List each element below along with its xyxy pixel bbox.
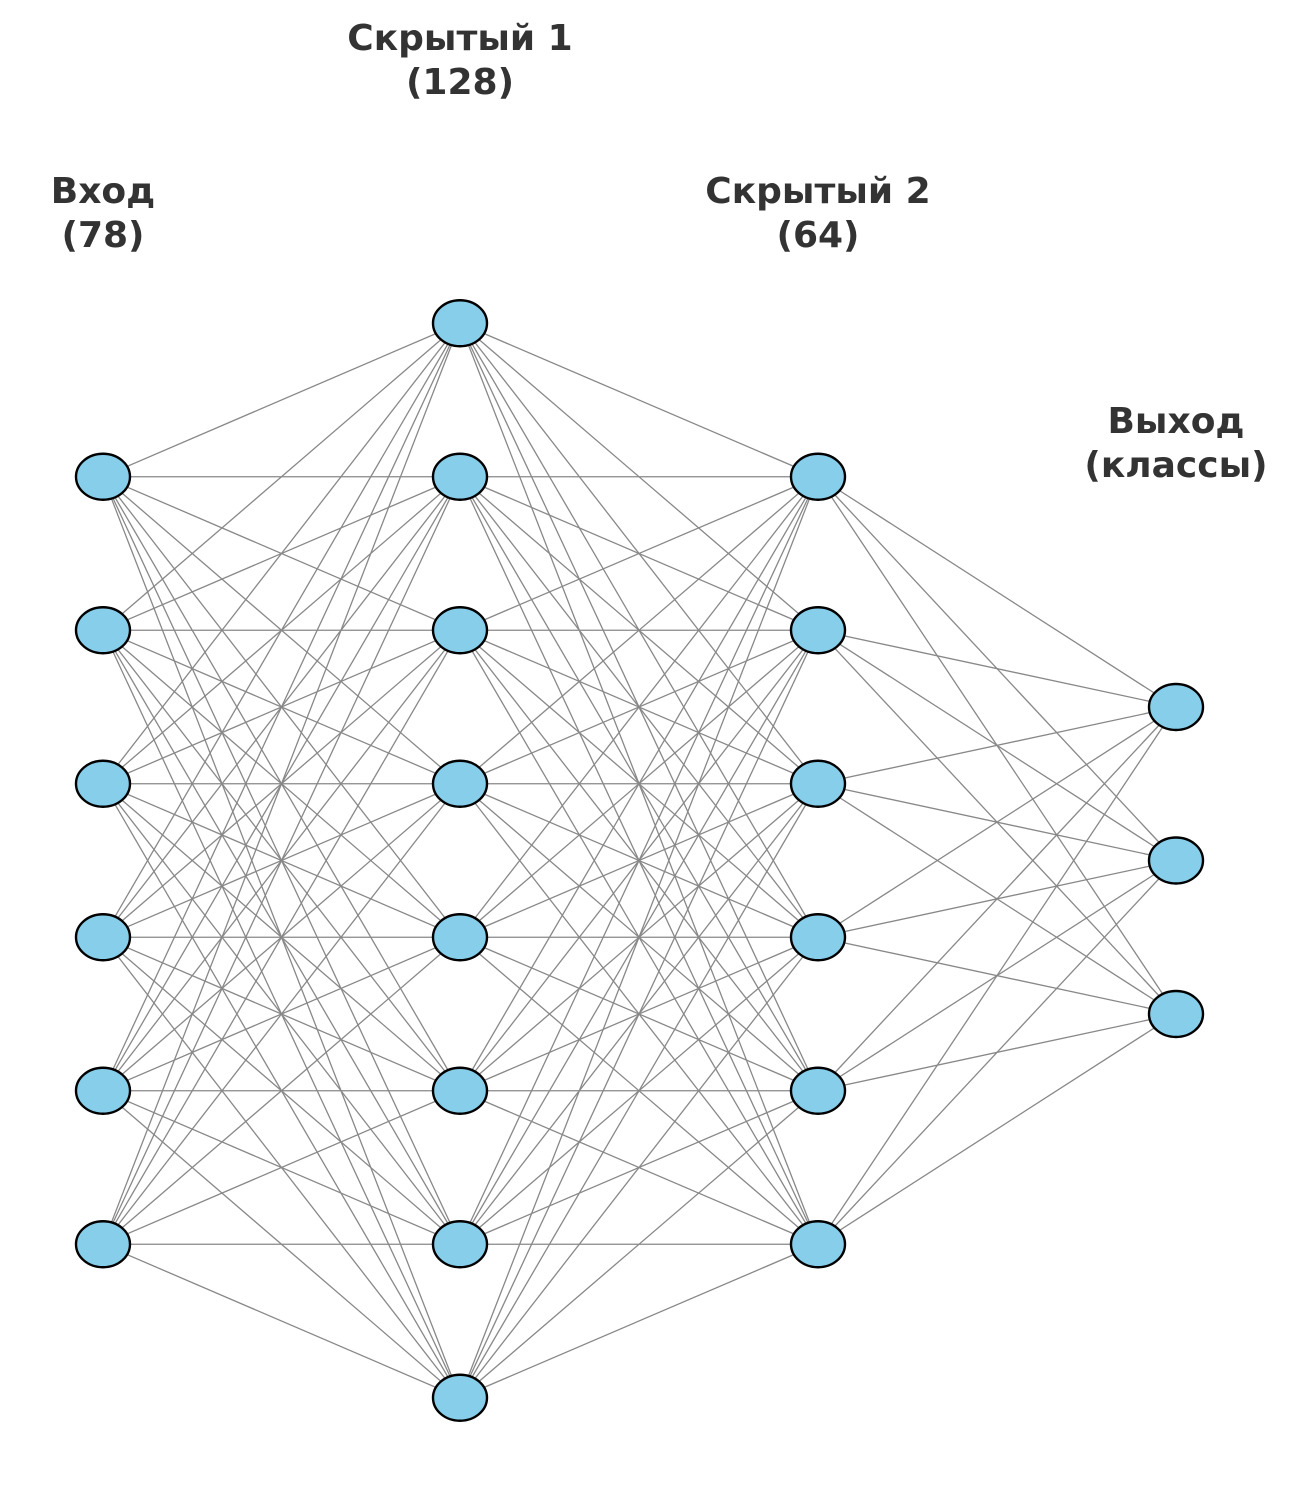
connection-input-2-to-hidden1-1 <box>102 322 461 631</box>
connection-input-6-to-hidden1-8 <box>102 1243 461 1399</box>
connection-input-5-to-hidden1-1 <box>102 322 461 1092</box>
neuron-hidden1-3 <box>431 606 489 655</box>
connection-hidden1-8-to-hidden2-1 <box>459 476 819 1398</box>
connection-hidden2-6-to-output-2 <box>817 860 1177 1245</box>
neuron-hidden1-6 <box>431 1066 489 1115</box>
neuron-hidden1-4 <box>431 759 489 808</box>
connection-input-6-to-hidden1-6 <box>102 1090 461 1245</box>
neuron-output-1 <box>1147 682 1205 732</box>
layer-title-input: Вход (78) <box>51 171 155 256</box>
connection-hidden1-7-to-hidden2-1 <box>459 476 819 1245</box>
connection-hidden1-3-to-hidden2-1 <box>459 476 819 631</box>
layer-title-hidden2-name: Скрытый 2 <box>705 171 930 212</box>
neuron-hidden1-7 <box>431 1220 489 1269</box>
connection-hidden1-4-to-hidden2-1 <box>459 476 819 785</box>
layer-title-hidden1-name: Скрытый 1 <box>347 18 572 59</box>
neuron-hidden2-6 <box>789 1220 847 1269</box>
neuron-input-5 <box>74 1066 132 1115</box>
neuron-hidden2-2 <box>789 606 847 655</box>
layer-title-hidden1-size: (128) <box>406 62 514 103</box>
layer-title-output-size: (классы) <box>1084 445 1267 486</box>
neuron-hidden2-5 <box>789 1066 847 1115</box>
layer-title-hidden1: Скрытый 1 (128) <box>347 18 572 103</box>
connection-hidden1-8-to-hidden2-4 <box>459 936 819 1399</box>
connection-hidden1-6-to-hidden2-1 <box>459 476 819 1092</box>
layer-title-hidden2: Скрытый 2 (64) <box>705 171 930 256</box>
neuron-hidden2-3 <box>789 759 847 808</box>
connection-input-6-to-hidden1-5 <box>102 936 461 1245</box>
connection-hidden2-1-to-output-1 <box>817 476 1177 708</box>
neurons-group <box>74 299 1205 1422</box>
connection-hidden1-8-to-hidden2-3 <box>459 783 819 1399</box>
neuron-hidden1-5 <box>431 913 489 962</box>
connection-input-6-to-hidden1-2 <box>102 476 461 1245</box>
connection-input-3-to-hidden1-1 <box>102 322 461 785</box>
layer-title-input-name: Вход <box>51 171 155 212</box>
connection-hidden2-2-to-output-1 <box>817 629 1177 708</box>
layer-title-input-size: (78) <box>61 215 144 256</box>
neuron-input-4 <box>74 913 132 962</box>
connection-hidden2-3-to-output-1 <box>817 706 1177 785</box>
neuron-hidden2-1 <box>789 452 847 501</box>
connection-input-6-to-hidden1-1 <box>102 323 461 1245</box>
connection-hidden1-5-to-hidden2-1 <box>459 476 819 938</box>
neuron-input-1 <box>74 452 132 501</box>
neuron-input-3 <box>74 759 132 808</box>
connection-input-6-to-hidden1-4 <box>102 783 461 1245</box>
connection-hidden1-8-to-hidden2-6 <box>459 1243 819 1399</box>
neuron-hidden1-1 <box>431 299 489 348</box>
connection-hidden1-8-to-hidden2-5 <box>459 1090 819 1399</box>
connection-input-1-to-hidden1-1 <box>102 322 461 478</box>
connections-group <box>102 322 1177 1399</box>
connection-hidden2-6-to-output-1 <box>817 706 1177 1245</box>
neuron-hidden2-4 <box>789 913 847 962</box>
connection-hidden1-8-to-hidden2-2 <box>459 629 819 1399</box>
neuron-hidden1-2 <box>431 452 489 501</box>
layer-title-output-name: Выход <box>1107 401 1244 442</box>
connection-hidden2-6-to-output-3 <box>817 1013 1177 1245</box>
connection-hidden2-4-to-output-1 <box>817 706 1177 938</box>
layer-title-output: Выход (классы) <box>1084 401 1267 486</box>
layer-title-hidden2-size: (64) <box>776 215 859 256</box>
connection-input-4-to-hidden1-1 <box>102 322 461 938</box>
neuron-output-3 <box>1147 989 1205 1039</box>
neuron-input-2 <box>74 606 132 655</box>
connection-hidden1-1-to-hidden2-1 <box>459 322 819 478</box>
connection-hidden2-5-to-output-1 <box>817 706 1177 1092</box>
neuron-input-6 <box>74 1220 132 1269</box>
neuron-output-2 <box>1147 836 1205 885</box>
connection-input-6-to-hidden1-3 <box>102 629 461 1245</box>
neuron-hidden1-8 <box>431 1373 489 1422</box>
